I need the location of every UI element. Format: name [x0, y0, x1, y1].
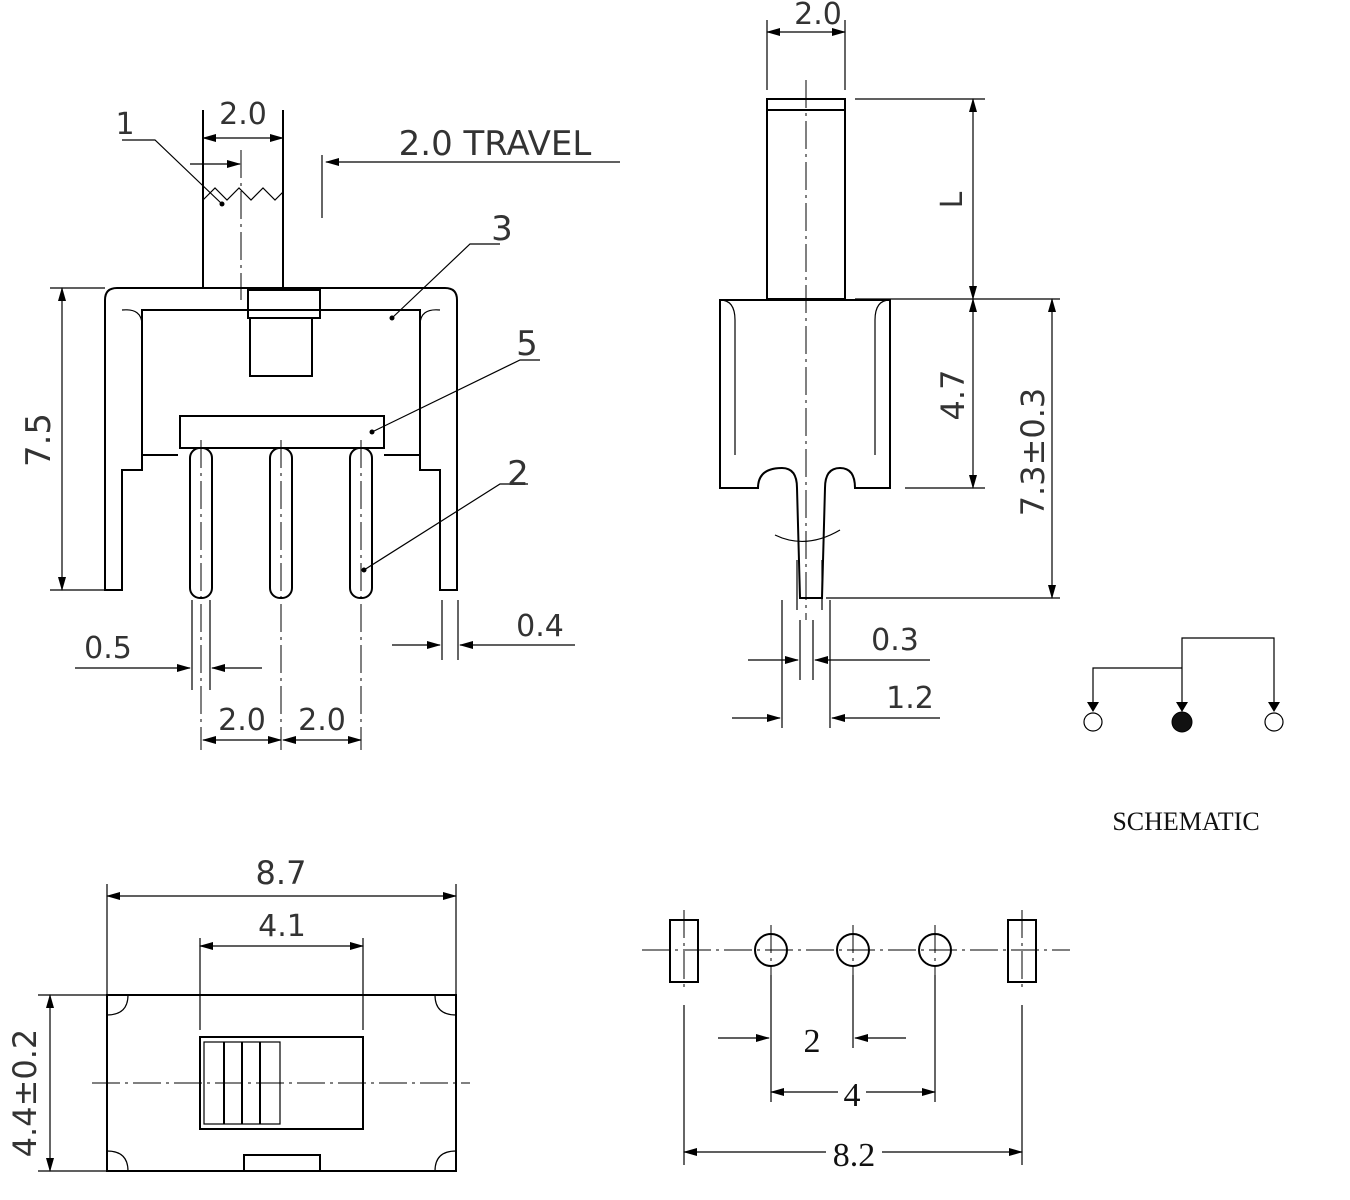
- pitch-left-label: 2.0: [218, 703, 266, 738]
- pin-thickness-label: 0.3: [871, 623, 919, 658]
- leg-width-label: 0.4: [516, 609, 564, 644]
- pitch-right-label: 2.0: [298, 703, 346, 738]
- side-actuator-width-label: 2.0: [794, 0, 842, 32]
- schematic-label: SCHEMATIC: [1112, 807, 1259, 836]
- callout-5: 5: [516, 324, 538, 364]
- callout-2: 2: [507, 454, 529, 494]
- front-actuator-width-label: 2.0: [219, 97, 267, 132]
- schematic: SCHEMATIC: [1083, 637, 1284, 836]
- pin-width-label: 0.5: [84, 631, 132, 666]
- total-height-label: 7.3±0.3: [1014, 388, 1052, 517]
- callout-1: 1: [115, 107, 134, 142]
- top-width-label: 4.4±0.2: [6, 1029, 44, 1158]
- side-view: 2.0 L 4.7 7.3±0.3 0.3 1.2: [719, 0, 1060, 728]
- travel-label: 2.0 TRAVEL: [399, 124, 592, 164]
- schematic-terminal-common: [1171, 711, 1193, 733]
- schematic-terminal-left: [1083, 712, 1103, 732]
- schematic-terminal-right: [1264, 712, 1284, 732]
- side-pin-width-label: 1.2: [886, 681, 934, 716]
- pcb-pitch-label: 2: [804, 1023, 821, 1060]
- top-view: 8.7 4.1 4.4±0.2: [6, 854, 470, 1172]
- front-view: 2.0 1 2.0 TRAVEL 3 5 2 7.5 0.5 0.4 2.0 2…: [19, 97, 620, 750]
- pcb-span-label: 4: [844, 1077, 861, 1114]
- front-height-label: 7.5: [19, 413, 59, 467]
- slot-label: 4.1: [258, 909, 306, 944]
- pcb-overall-label: 8.2: [833, 1137, 876, 1174]
- top-length-label: 8.7: [256, 854, 307, 892]
- pcb-layout: 2 4 8.2: [642, 910, 1070, 1174]
- body-height-label: 4.7: [934, 370, 972, 421]
- length-label: L: [935, 191, 970, 208]
- callout-3: 3: [491, 209, 513, 249]
